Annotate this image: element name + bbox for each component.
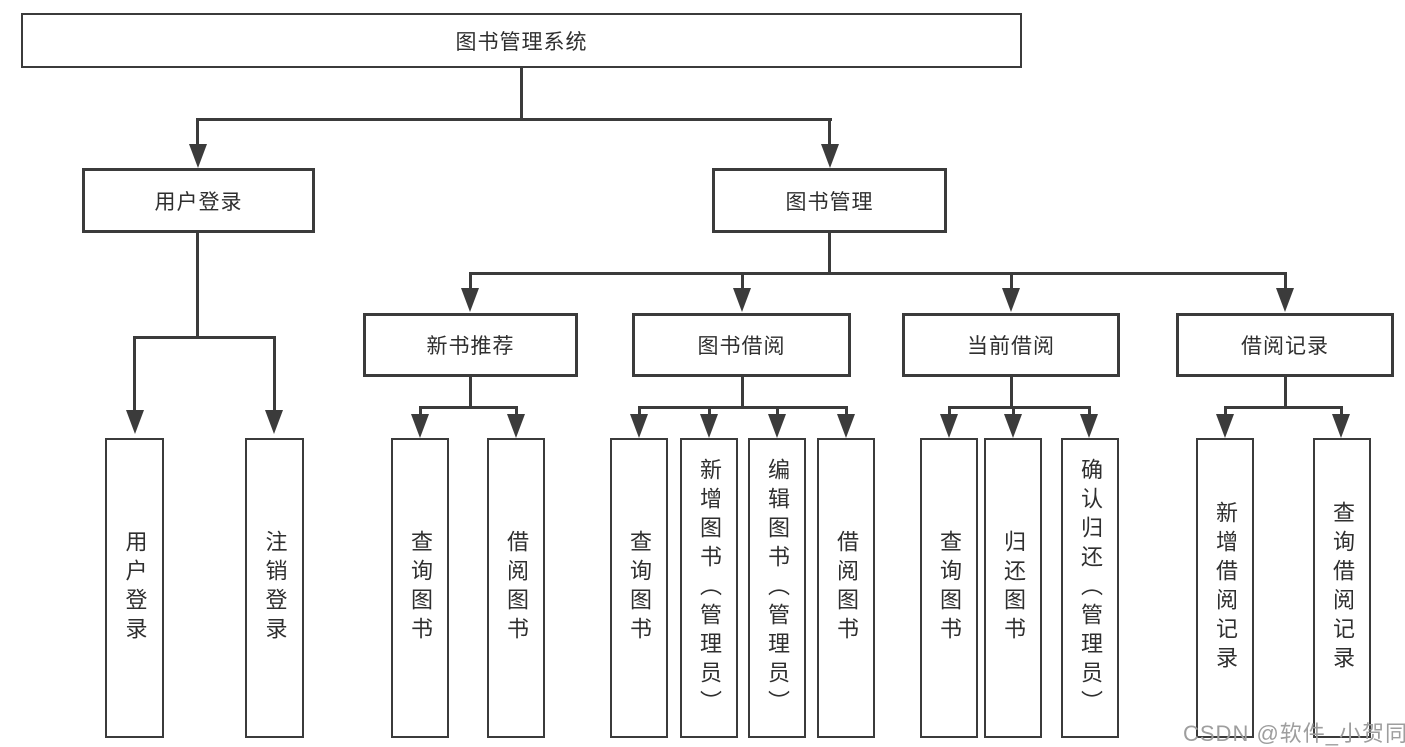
connector-leaf-stub [1088,406,1091,416]
node-user-login: 用户登录 [82,168,315,233]
connector-book-mgmt-stem [828,233,831,272]
connector-book-mgmt-rail [469,272,1287,275]
node-borrow-records: 借阅记录 [1176,313,1394,377]
connector-user-login-stem [196,233,199,336]
node-current-borrow: 当前借阅 [902,313,1120,377]
leaf-br-add-record-label: 新增借阅记录 [1213,501,1238,675]
watermark: CSDN @软件_小贺同学 [1183,721,1405,746]
leaf-bb-query-book-label: 查询图书 [627,530,652,646]
node-library-system-label: 图书管理系统 [455,30,588,54]
arrowhead-icon [733,288,751,312]
arrowhead-icon [189,144,207,168]
node-book-management-label: 图书管理 [785,190,874,214]
connector-to-current-borrow [1010,272,1013,292]
leaf-cb-confirm-return: 确认归还（管理员） [1061,438,1119,738]
node-book-borrow: 图书借阅 [632,313,851,377]
leaf-cb-confirm-return-label: 确认归还（管理员） [1078,457,1103,719]
arrowhead-icon [630,414,648,438]
arrowhead-icon [265,410,283,434]
leaf-cb-return-book-label: 归还图书 [1001,530,1026,646]
connector-new-book-rec-rail [419,406,518,409]
leaf-logout-label: 注销登录 [262,530,288,646]
connector-to-new-book-rec [469,272,472,292]
leaf-bb-borrow-book: 借阅图书 [817,438,875,738]
connector-borrow-records-rail [1224,406,1343,409]
node-borrow-records-label: 借阅记录 [1241,335,1329,358]
arrowhead-icon [461,288,479,312]
arrowhead-icon [1080,414,1098,438]
arrowhead-icon [1276,288,1294,312]
node-library-system: 图书管理系统 [21,13,1022,68]
arrowhead-icon [507,414,525,438]
arrowhead-icon [821,144,839,168]
leaf-logout: 注销登录 [245,438,304,738]
connector-root-stem [520,68,523,118]
leaf-br-query-record-label: 查询借阅记录 [1330,501,1355,675]
arrowhead-icon [1332,414,1350,438]
node-book-borrow-label: 图书借阅 [697,335,786,358]
connector-to-book-borrow [741,272,744,292]
leaf-cb-return-book: 归还图书 [984,438,1042,738]
connector-to-book-mgmt [828,118,831,146]
arrowhead-icon [1004,414,1022,438]
connector-to-borrow-records [1284,272,1287,292]
connector-leaf-stub [515,406,518,416]
connector-leaf-stub [948,406,951,416]
arrowhead-icon [1002,288,1020,312]
connector-leaf-stub [845,406,848,416]
leaf-cb-query-book-label: 查询图书 [937,530,962,646]
leaf-bb-edit-book-label: 编辑图书（管理员） [765,457,790,719]
arrowhead-icon [940,414,958,438]
connector-to-logout-leaf [273,336,276,412]
node-new-book-recommend-label: 新书推荐 [426,335,515,358]
leaf-bb-edit-book: 编辑图书（管理员） [748,438,806,738]
connector-leaf-stub [1340,406,1343,416]
leaf-bb-add-book: 新增图书（管理员） [680,438,738,738]
arrowhead-icon [837,414,855,438]
connector-leaf-stub [1012,406,1015,416]
leaf-br-query-record: 查询借阅记录 [1313,438,1371,738]
leaf-bb-borrow-book-label: 借阅图书 [834,530,859,646]
leaf-user-login-label: 用户登录 [122,530,148,646]
leaf-rec-query-book-label: 查询图书 [408,530,433,646]
connector-to-login-leaf [133,336,136,412]
connector-root-rail [197,118,832,121]
arrowhead-icon [768,414,786,438]
connector-leaf-stub [1224,406,1227,416]
connector-leaf-stub [708,406,711,416]
connector-current-borrow-rail [948,406,1091,409]
node-current-borrow-label: 当前借阅 [967,335,1055,358]
leaf-bb-query-book: 查询图书 [610,438,668,738]
connector-current-borrow-stem [1010,377,1013,406]
arrowhead-icon [411,414,429,438]
connector-leaf-stub [419,406,422,416]
connector-book-borrow-rail [638,406,847,409]
connector-book-borrow-stem [741,377,744,406]
leaf-br-add-record: 新增借阅记录 [1196,438,1254,738]
connector-leaf-stub [638,406,641,416]
arrowhead-icon [1216,414,1234,438]
arrowhead-icon [126,410,144,434]
arrowhead-icon [700,414,718,438]
leaf-rec-borrow-book-label: 借阅图书 [504,530,529,646]
connector-user-login-rail [133,336,275,339]
leaf-bb-add-book-label: 新增图书（管理员） [697,457,722,719]
node-new-book-recommend: 新书推荐 [363,313,578,377]
leaf-cb-query-book: 查询图书 [920,438,978,738]
leaf-rec-query-book: 查询图书 [391,438,449,738]
leaf-user-login: 用户登录 [105,438,164,738]
connector-to-user-login [196,118,199,146]
connector-borrow-records-stem [1284,377,1287,406]
node-book-management: 图书管理 [712,168,947,233]
leaf-rec-borrow-book: 借阅图书 [487,438,545,738]
connector-new-book-rec-stem [469,377,472,406]
node-user-login-label: 用户登录 [154,190,243,214]
connector-leaf-stub [776,406,779,416]
